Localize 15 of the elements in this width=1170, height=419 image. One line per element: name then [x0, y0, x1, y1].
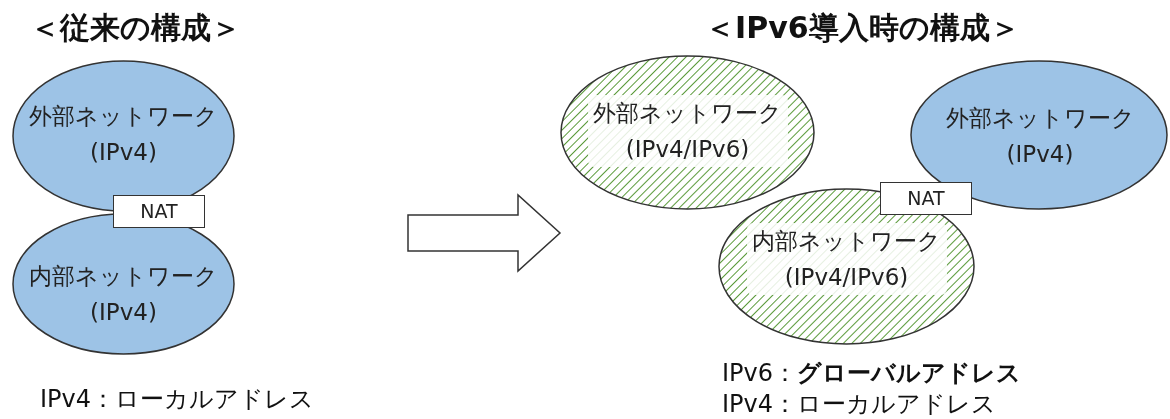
panel-heading: ＜従来の構成＞ — [30, 9, 241, 47]
network-label: 内部ネットワーク(IPv4) — [28, 262, 219, 327]
nat-box: NAT — [880, 182, 972, 215]
panel-heading: ＜IPv6導入時の構成＞ — [705, 9, 1020, 47]
network-label: 外部ネットワーク(IPv4) — [28, 102, 219, 167]
address-note: IPv4：ローカルアドレス — [40, 384, 315, 415]
network-ellipse — [910, 60, 1168, 210]
network-ellipse — [560, 55, 815, 210]
nat-box: NAT — [113, 195, 205, 228]
network-label: 外部ネットワーク(IPv4/IPv6) — [587, 95, 788, 167]
address-note: IPv4：ローカルアドレス — [722, 389, 997, 419]
network-ellipse — [718, 188, 975, 345]
address-note: IPv6：グローバルアドレス — [722, 358, 1022, 389]
network-label: 内部ネットワーク(IPv4/IPv6) — [746, 223, 947, 295]
network-label: 外部ネットワーク(IPv4) — [944, 104, 1136, 169]
